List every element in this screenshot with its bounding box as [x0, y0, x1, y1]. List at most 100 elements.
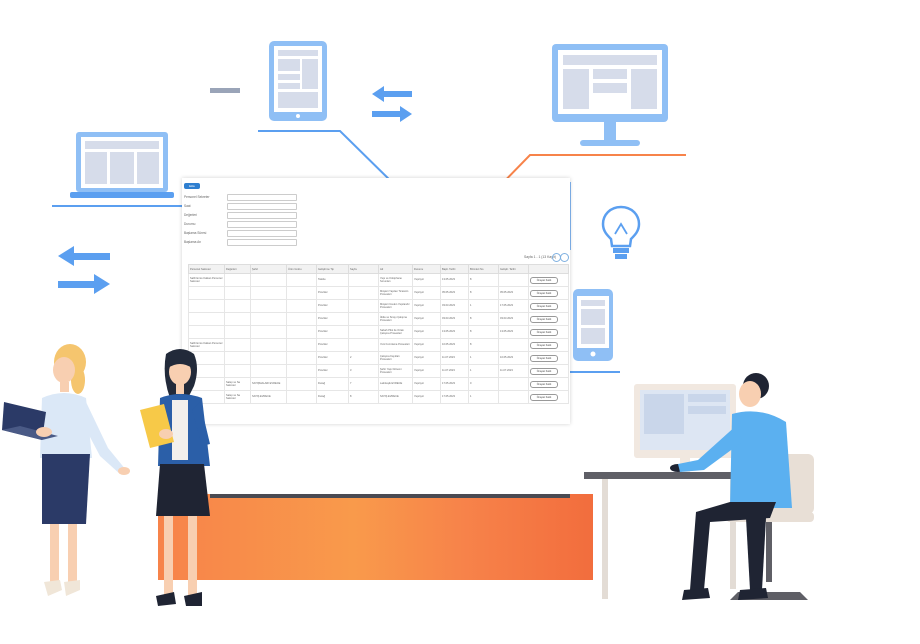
table-cell: Müşteri Yapılan Ticaretin Prosesleri — [378, 286, 413, 300]
table-cell — [286, 325, 317, 339]
table-cell: Durağ — [316, 390, 349, 404]
table-cell: 13.05.2023 — [440, 273, 469, 287]
action-cell: Önayan Kaldı — [528, 351, 569, 365]
column-header[interactable]: Sayfa — [348, 264, 379, 274]
action-cell: Önayan Kaldı — [528, 377, 569, 391]
table-cell: Yapılıyor — [412, 390, 441, 404]
filter-input[interactable] — [227, 230, 297, 237]
action-cell: Önayan Kaldı — [528, 286, 569, 300]
lightbulb-icon — [601, 205, 641, 259]
row-action-button[interactable]: Önayan Kaldı — [530, 302, 558, 310]
table-cell: Provider — [316, 364, 349, 378]
column-header[interactable]: Başlt. Tarihi — [440, 264, 469, 274]
column-header[interactable]: Geliştir. Tarihi — [498, 264, 529, 274]
table-cell — [286, 390, 317, 404]
table-cell: 3 — [348, 364, 379, 378]
minus-icon — [210, 88, 240, 93]
column-header[interactable]: Personel Sekreter — [188, 264, 225, 274]
add-button[interactable]: Ekle — [184, 183, 200, 189]
table-cell: 8 — [468, 338, 499, 352]
table-cell: 03.03.2023 — [440, 299, 469, 313]
table-cell: 10.05.2023 — [498, 351, 529, 365]
table-cell: 03.03.2023 — [498, 312, 529, 326]
table-cell: Latinleşik EVRECE — [378, 377, 413, 391]
table-cell: Provider — [316, 299, 349, 313]
column-header[interactable]: Şehri — [250, 264, 287, 274]
row-action-button[interactable]: Önayan Kaldı — [530, 393, 558, 401]
table-cell — [188, 325, 225, 339]
table-cell: Provider — [316, 312, 349, 326]
table-cell: 0 — [468, 377, 499, 391]
column-header[interactable]: Değerleri — [224, 264, 251, 274]
filter-label: Saat — [184, 204, 191, 208]
action-cell: Önayan Kaldı — [528, 299, 569, 313]
table-cell — [286, 312, 317, 326]
arrows-left-right-icon — [58, 246, 110, 294]
filter-select[interactable] — [227, 212, 297, 219]
table-cell — [250, 325, 287, 339]
table-cell — [250, 299, 287, 313]
row-action-button[interactable]: Önayan Kaldı — [530, 354, 558, 362]
arrows-exchange-icon — [372, 86, 412, 122]
table-cell: 8 — [348, 390, 379, 404]
table-cell: Provider — [316, 338, 349, 352]
row-action-button[interactable]: Önayan Kaldı — [530, 341, 558, 349]
table-cell: Yeni Formlama Prosesleri — [378, 338, 413, 352]
table-cell: Talebe — [316, 273, 349, 287]
table-cell: 1 — [468, 364, 499, 378]
table-cell: Durağ — [316, 377, 349, 391]
table-cell: 11.07.2023 — [498, 364, 529, 378]
orange-bench — [158, 494, 593, 580]
filter-select[interactable] — [227, 194, 297, 201]
filter-input[interactable] — [227, 239, 297, 246]
table-cell: 1 — [468, 351, 499, 365]
table-cell — [348, 286, 379, 300]
table-cell: SATIŞ EVRECE — [250, 390, 287, 404]
table-cell: Salih Emre Kalkan Personel Sekreter — [188, 273, 225, 287]
table-cell — [286, 377, 317, 391]
woman-with-folder-illustration — [140, 349, 210, 606]
row-action-button[interactable]: Önayan Kaldı — [530, 380, 558, 388]
table-cell: 17.05.2023 — [440, 390, 469, 404]
table-cell — [224, 299, 251, 313]
table-cell: Yapılıyor — [412, 351, 441, 365]
phone-icon — [573, 289, 613, 361]
action-cell: Önayan Kaldı — [528, 273, 569, 287]
table-cell: SATIŞMALARI EVRECE — [250, 377, 287, 391]
action-cell: Önayan Kaldı — [528, 364, 569, 378]
table-cell: 05.05.2023 — [440, 286, 469, 300]
table-header-row: Personel Sekreter Değerleri Şehri Ürün G… — [188, 264, 569, 274]
row-action-button[interactable]: Önayan Kaldı — [530, 367, 558, 375]
column-header[interactable]: Ürün Grubu — [286, 264, 317, 274]
table-cell — [250, 286, 287, 300]
filter-select[interactable] — [227, 203, 297, 210]
next-page-button[interactable] — [560, 253, 569, 262]
table-cell: Provider — [316, 325, 349, 339]
column-header[interactable]: Birimleri No — [468, 264, 499, 274]
table-cell — [348, 325, 379, 339]
table-cell — [188, 286, 225, 300]
table-cell — [498, 377, 529, 391]
row-action-button[interactable]: Önayan Kaldı — [530, 315, 558, 323]
table-cell: Yapılıyor — [412, 364, 441, 378]
row-action-button[interactable]: Önayan Kaldı — [530, 328, 558, 336]
column-header[interactable]: Ad — [378, 264, 413, 274]
filter-select[interactable] — [227, 221, 297, 228]
table-cell — [250, 351, 287, 365]
row-action-button[interactable]: Önayan Kaldı — [530, 276, 558, 284]
filter-label: Durumu — [184, 222, 196, 226]
table-cell: 8 — [468, 286, 499, 300]
table-cell: Müşteri Usulen Yapılandır Prosesleri — [378, 299, 413, 313]
column-header[interactable]: Geliştirme Tip — [316, 264, 349, 274]
table-cell: 10.05.2023 — [440, 338, 469, 352]
table-cell: 11.07.2023 — [440, 351, 469, 365]
row-action-button[interactable]: Önayan Kaldı — [530, 289, 558, 297]
column-header[interactable]: Durumu — [412, 264, 441, 274]
table-cell: 17.05.2023 — [498, 299, 529, 313]
table-cell — [286, 364, 317, 378]
table-cell: Şehir Yapı Dönemi Prosesleri — [378, 364, 413, 378]
